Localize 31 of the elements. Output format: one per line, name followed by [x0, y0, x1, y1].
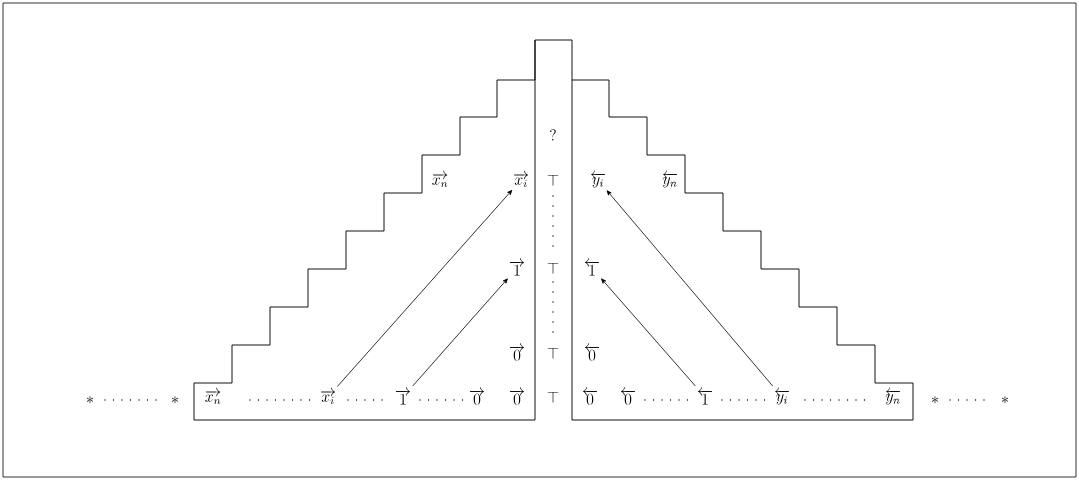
arrow [606, 190, 774, 387]
arrow [601, 278, 696, 387]
math-label: $\overleftarrow{y_n}$ [662, 170, 678, 188]
math-label: $\overrightarrow{0}$ [509, 387, 525, 405]
math-label: $\overrightarrow{1}$ [395, 387, 411, 405]
math-label: $\overleftarrow{0}$ [584, 343, 600, 361]
math-label: $\top$ [547, 262, 559, 274]
math-label: $\overrightarrow{x_n}$ [205, 387, 221, 404]
math-label: $*$ [1002, 396, 1008, 404]
math-label: $\overleftarrow{y_i}$ [774, 387, 790, 405]
math-label: $\top$ [547, 347, 559, 359]
math-label: $\overrightarrow{0}$ [509, 343, 525, 361]
math-label: $\overrightarrow{x_n}$ [432, 170, 448, 187]
math-label: $\overleftarrow{0}$ [620, 387, 636, 405]
arrow [412, 278, 508, 387]
math-label: $\top$ [547, 174, 559, 186]
math-label: $*$ [172, 396, 178, 404]
math-label: $\overleftarrow{1}$ [584, 258, 600, 276]
math-label: $*$ [87, 396, 93, 404]
math-label: $\overleftarrow{0}$ [582, 387, 598, 405]
math-label: $\top$ [547, 391, 559, 403]
math-label: $*$ [932, 396, 938, 404]
arrow [336, 189, 513, 387]
math-label: $\overleftarrow{1}$ [697, 387, 713, 405]
math-label: $\overrightarrow{x_i}$ [320, 387, 336, 404]
math-label: $?$ [550, 129, 556, 141]
math-label: $\overrightarrow{1}$ [509, 258, 525, 276]
math-label: $\overleftarrow{y_i}$ [590, 170, 606, 188]
math-label: $\overleftarrow{y_n}$ [885, 387, 901, 405]
math-label: $\overrightarrow{x_i}$ [513, 170, 529, 187]
math-label: $\overrightarrow{0}$ [469, 387, 485, 405]
